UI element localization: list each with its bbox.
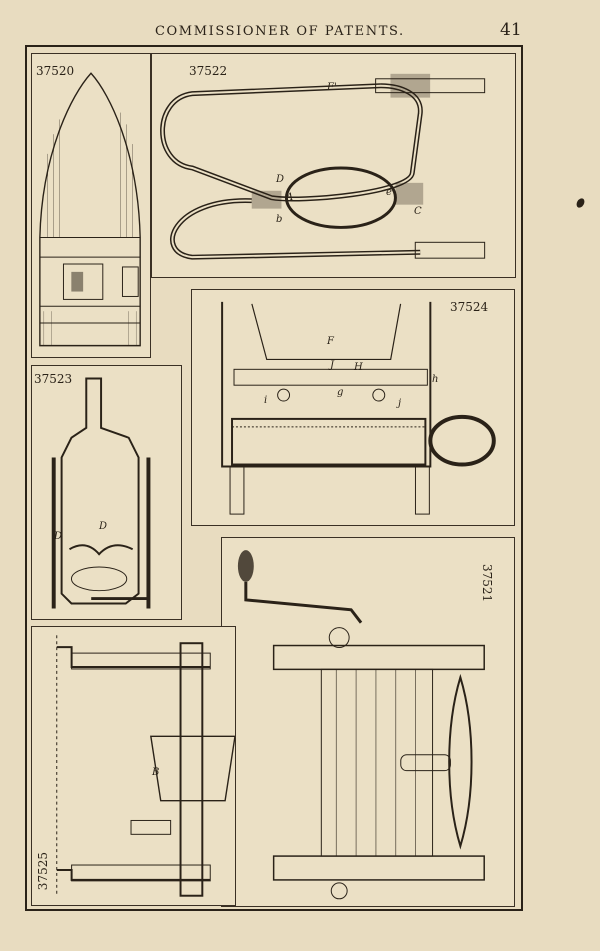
running-head: COMMISSIONER OF PATENTS.	[155, 24, 405, 39]
ink-blot	[574, 196, 587, 210]
letter-label: D	[276, 174, 285, 185]
letter-label: D	[54, 531, 63, 542]
letter-label: F'	[327, 82, 337, 93]
figure-37523: 37523 D D	[31, 365, 182, 620]
figure-number: 37522	[189, 64, 228, 78]
wringer-drawing	[237, 550, 485, 900]
press-drawing	[56, 635, 235, 897]
figure-number: 37523	[34, 372, 73, 386]
letter-label: C	[414, 206, 422, 217]
figure-37524: 37524 F J H h i g j	[191, 289, 515, 526]
letter-label: i	[264, 395, 268, 406]
figure-37525: 37525 B	[31, 626, 236, 906]
letter-label: j	[398, 398, 402, 409]
tube-device-drawing	[160, 73, 486, 260]
projectile-drawing	[39, 72, 141, 347]
figure-number: 37520	[36, 64, 75, 78]
figure-37520: 37520	[31, 53, 151, 358]
letter-label: g	[337, 387, 344, 398]
letter-label: F	[327, 336, 334, 347]
vessel-drawing	[51, 377, 151, 609]
letter-label: B	[152, 767, 160, 778]
letter-label: A	[286, 192, 294, 203]
figure-37521: 37521	[221, 537, 515, 907]
figure-number: 37524	[450, 300, 489, 314]
figure-number: 37521	[480, 564, 494, 603]
letter-label: D	[99, 521, 108, 532]
letter-label: e	[386, 187, 392, 198]
plate-frame	[25, 45, 523, 911]
letter-label: H	[354, 362, 363, 373]
page-number: 41	[500, 20, 522, 40]
letter-label: J	[330, 360, 335, 371]
letter-label: b	[276, 214, 283, 225]
figure-37522: 37522 F' D A b e C	[151, 53, 516, 278]
letter-label: h	[432, 374, 439, 385]
stove-drawing	[221, 301, 496, 515]
